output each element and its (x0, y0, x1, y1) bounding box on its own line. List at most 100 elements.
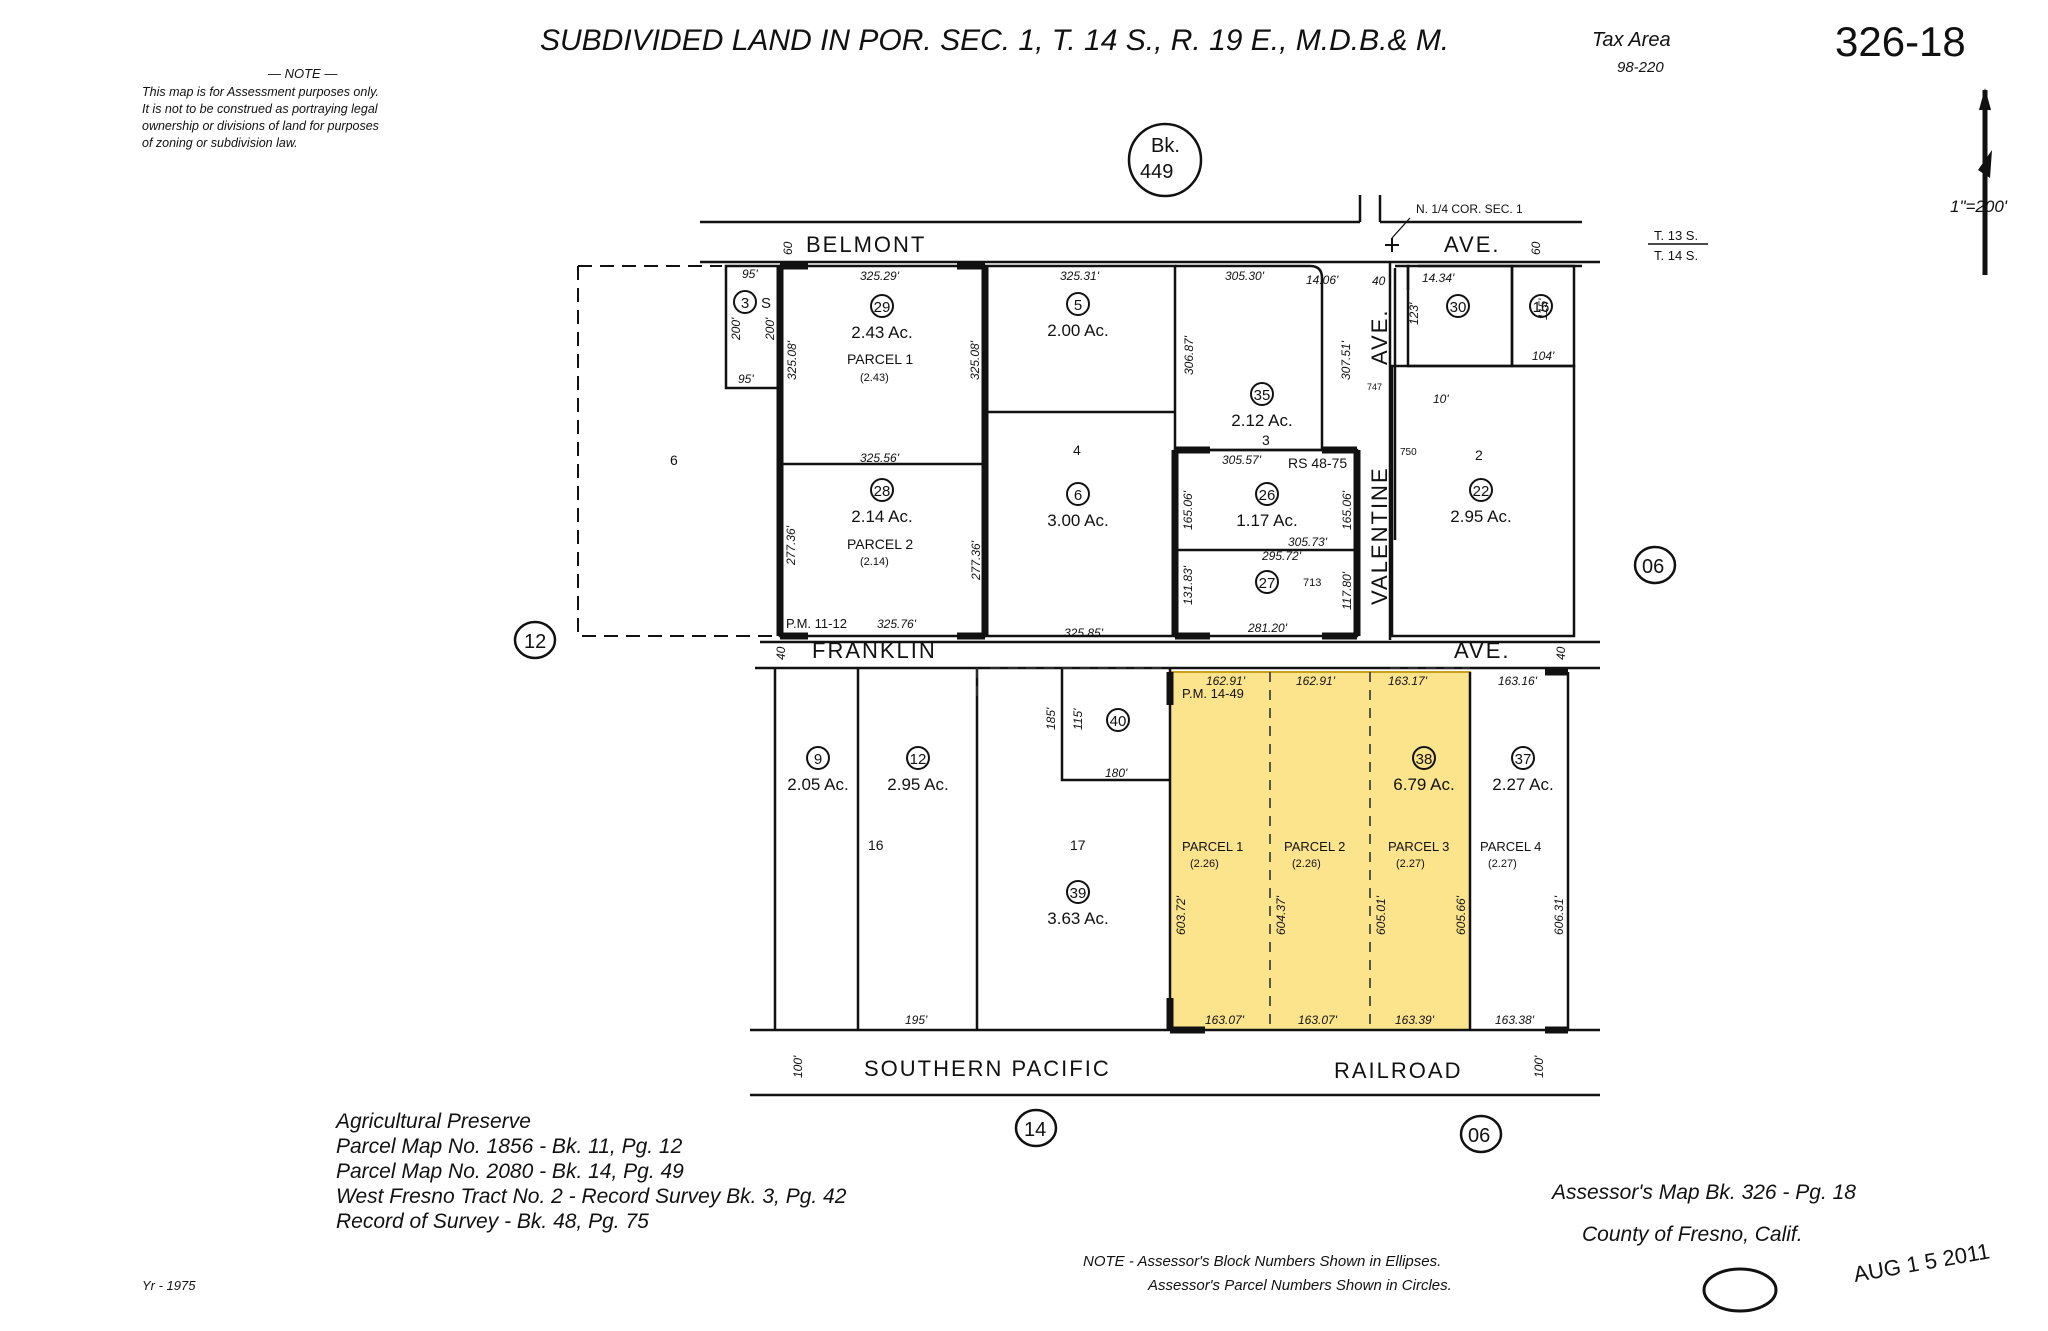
date-stamp: AUG 1 5 2011 (1852, 1238, 1992, 1287)
street-franklin-ave: AVE. (1454, 638, 1511, 663)
parcel-number: 40 (1110, 713, 1127, 730)
parcel-label: PARCEL 1 (847, 351, 913, 367)
street-belmont: BELMONT (806, 232, 926, 257)
parcel-acres: 2.12 Ac. (1231, 411, 1292, 430)
svg-text:325.76': 325.76' (877, 617, 917, 631)
parcel-number: 28 (874, 483, 891, 500)
parcel-number: 9 (814, 751, 822, 768)
reference-line: Parcel Map No. 2080 - Bk. 14, Pg. 49 (336, 1160, 684, 1183)
svg-text:605.66': 605.66' (1454, 895, 1468, 935)
svg-text:163.07': 163.07' (1298, 1013, 1338, 1027)
lot-number: 16 (868, 837, 884, 853)
parcel-number: 37 (1515, 751, 1532, 768)
svg-text:277.36': 277.36' (784, 525, 798, 566)
parcel-12: 122.95 Ac. (887, 746, 949, 794)
svg-text:162.91': 162.91' (1206, 674, 1246, 688)
parcel-acres: 2.43 Ac. (851, 323, 912, 342)
lot-number: 6 (670, 452, 678, 468)
highlighted-parcel-38 (1170, 672, 1470, 1030)
note-heading: — NOTE — (267, 66, 338, 81)
note-line: This map is for Assessment purposes only… (142, 85, 379, 99)
svg-text:325.31': 325.31' (1060, 269, 1100, 283)
svg-text:115': 115' (1536, 298, 1550, 320)
parcel-number: 29 (874, 299, 891, 316)
number-750: 750 (1400, 447, 1417, 458)
parcel-acres: 3.00 Ac. (1047, 511, 1108, 530)
svg-text:40: 40 (1372, 274, 1386, 288)
reference-line: Parcel Map No. 1856 - Bk. 11, Pg. 12 (336, 1135, 683, 1158)
parcel-35-outline (1175, 264, 1324, 452)
tax-area-value: 98-220 (1617, 59, 1664, 76)
number-713: 713 (1303, 577, 1321, 589)
parcel-map-ref: P.M. 11-12 (786, 616, 847, 631)
township-lower: T. 14 S. (1654, 248, 1698, 263)
note-line: It is not to be construed as portraying … (142, 102, 379, 116)
svg-text:306.87': 306.87' (1182, 335, 1196, 375)
svg-text:325.85': 325.85' (1064, 626, 1104, 640)
railroad-label-right: RAILROAD (1334, 1058, 1462, 1083)
street-valentine: VALENTINE (1367, 466, 1392, 605)
svg-text:305.57': 305.57' (1222, 453, 1262, 467)
pm-parcel-3-sub: (2.27) (1396, 858, 1425, 870)
street-franklin: FRANKLIN (812, 638, 937, 663)
svg-text:117.80': 117.80' (1340, 571, 1354, 610)
pm-parcel-1-sub: (2.26) (1190, 858, 1219, 870)
parcel-number: 38 (1416, 751, 1433, 768)
svg-text:604.37': 604.37' (1274, 895, 1288, 935)
parcel-number: 5 (1074, 297, 1082, 314)
parcel-5: 5 2.00 Ac. (1047, 292, 1109, 340)
svg-text:180': 180' (1105, 766, 1128, 780)
svg-text:163.38': 163.38' (1495, 1013, 1535, 1027)
parcel-acres: 2.00 Ac. (1047, 321, 1108, 340)
block-number-bottom-left: 14 (1014, 1108, 1058, 1148)
parcel-number: 6 (1074, 487, 1082, 504)
svg-text:325.29': 325.29' (860, 269, 900, 283)
record-survey-ref: RS 48-75 (1288, 455, 1347, 471)
footer-note-2: Assessor's Parcel Numbers Shown in Circl… (1147, 1277, 1452, 1294)
parcel-6: 6 3.00 Ac. (1047, 482, 1109, 530)
svg-text:305.30': 305.30' (1225, 269, 1265, 283)
reference-line: Agricultural Preserve (334, 1110, 531, 1133)
parcel-acres: 2.95 Ac. (1450, 507, 1511, 526)
block-number-bottom-right: 06 (1459, 1114, 1503, 1154)
parcel-acres: 2.95 Ac. (887, 775, 948, 794)
dimension-labels: 325.29' 325.31' 305.30' 325.56' 305.57' … (729, 241, 1568, 1078)
svg-text:307.51': 307.51' (1339, 340, 1353, 380)
parcel-number: 26 (1259, 487, 1276, 504)
svg-text:06: 06 (1642, 556, 1664, 578)
parcel-28: 28 2.14 Ac. (851, 478, 913, 526)
township-upper: T. 13 S. (1654, 228, 1698, 243)
parcel-acres: 2.14 Ac. (851, 507, 912, 526)
parcel-37: 37 2.27 Ac. (1492, 746, 1554, 794)
svg-text:295.72': 295.72' (1261, 549, 1302, 563)
svg-text:95': 95' (742, 267, 758, 281)
assessor-map-ref: Assessor's Map Bk. 326 - Pg. 18 (1550, 1181, 1856, 1204)
year-label: Yr - 1975 (142, 1278, 196, 1293)
parcel-number: 3 (741, 295, 749, 312)
svg-text:14.34': 14.34' (1422, 271, 1455, 285)
lot-number: 4 (1073, 442, 1081, 458)
parcel-acres: 3.63 Ac. (1047, 909, 1108, 928)
svg-text:06: 06 (1468, 1125, 1490, 1147)
svg-text:162.91': 162.91' (1296, 674, 1336, 688)
svg-text:200': 200' (763, 317, 777, 341)
map-title: SUBDIVIDED LAND IN POR. SEC. 1, T. 14 S.… (540, 24, 1449, 57)
svg-text:104': 104' (1532, 349, 1555, 363)
svg-text:163.16': 163.16' (1498, 674, 1538, 688)
svg-text:12: 12 (524, 631, 546, 653)
parcel-16: 16 (1529, 294, 1553, 318)
svg-text:605.01': 605.01' (1374, 895, 1388, 935)
corner-label: N. 1/4 COR. SEC. 1 (1416, 202, 1523, 216)
parcel-27: 27 (1255, 570, 1279, 594)
county-label: County of Fresno, Calif. (1582, 1223, 1803, 1246)
svg-text:277.36': 277.36' (969, 540, 983, 581)
parcel-number: 27 (1259, 575, 1276, 592)
street-belmont-ave: AVE. (1444, 232, 1501, 257)
parcel-35: 352.12 Ac. (1231, 382, 1293, 430)
svg-text:10': 10' (1433, 392, 1449, 406)
reference-line: West Fresno Tract No. 2 - Record Survey … (336, 1185, 847, 1208)
parcel-acres: 2.27 Ac. (1492, 775, 1553, 794)
parcels-26-27-outline (1173, 448, 1359, 638)
svg-text:165.06': 165.06' (1340, 490, 1354, 530)
